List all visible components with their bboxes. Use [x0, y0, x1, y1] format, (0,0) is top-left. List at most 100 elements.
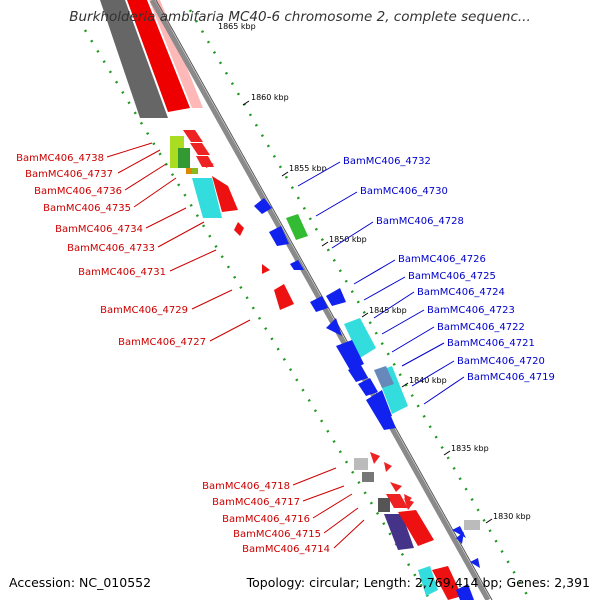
upper-features — [170, 130, 408, 430]
gene-label: BamMC406_4723 — [427, 305, 515, 316]
cds-block — [196, 156, 214, 167]
gene-label: BamMC406_4720 — [457, 356, 545, 367]
leader-line — [297, 161, 341, 187]
leader-line — [381, 309, 425, 335]
tick-1840: 1840 kbp — [409, 376, 447, 385]
cds-block — [212, 176, 238, 212]
leader-line — [117, 149, 161, 174]
gene-label: BamMC406_4715 — [233, 529, 321, 540]
leader-line — [423, 376, 465, 405]
gene-label: BamMC406_4730 — [360, 186, 448, 197]
cds-block — [384, 462, 392, 472]
leader-line — [331, 221, 374, 249]
rna-block — [192, 178, 222, 218]
rev-cds — [366, 390, 392, 420]
leader-line — [169, 249, 217, 272]
misc-block — [186, 168, 192, 174]
forward-cds-track-light — [149, 0, 203, 108]
rev-cds — [378, 414, 396, 430]
tick-mark — [443, 450, 451, 456]
map-title: Burkholderia ambifaria MC40-6 chromosome… — [69, 9, 531, 25]
leader-line — [373, 291, 415, 319]
gene-label: BamMC406_4732 — [343, 156, 431, 167]
cds-block — [386, 494, 408, 508]
leader-line — [191, 289, 233, 310]
grey-block — [464, 520, 480, 530]
misc-block — [374, 366, 394, 388]
leader-line — [312, 493, 353, 519]
leader-line — [315, 191, 358, 217]
gene-label: BamMC406_4738 — [16, 153, 104, 164]
misc-block — [192, 168, 198, 174]
leader-line — [323, 507, 359, 534]
leader-line — [157, 221, 205, 248]
leader-line — [302, 485, 345, 502]
tick-1850: 1850 kbp — [329, 235, 367, 244]
rev-cds — [336, 340, 364, 370]
tick-mark — [485, 518, 493, 524]
cds-block — [390, 482, 402, 492]
gene-label: BamMC406_4733 — [67, 243, 155, 254]
rna-block — [344, 318, 376, 358]
rev-cds — [456, 584, 474, 600]
forward-labels: BamMC406_4738 BamMC406_4737 BamMC406_473… — [16, 142, 365, 555]
cds-block — [432, 566, 462, 600]
rev-cds — [326, 288, 346, 306]
gene-label: BamMC406_4716 — [222, 514, 310, 525]
leader-line — [145, 207, 187, 229]
tick-1845: 1845 kbp — [369, 306, 407, 315]
gene-label: BamMC406_4737 — [25, 169, 113, 180]
leader-line — [363, 276, 406, 301]
reverse-labels: BamMC406_4732 BamMC406_4730 BamMC406_472… — [297, 156, 555, 405]
leader-line — [333, 519, 365, 549]
rev-cds — [254, 198, 272, 214]
tick-mark — [321, 241, 329, 247]
topology-text: Topology: circular; Length: 2,769,414 bp… — [246, 575, 590, 590]
grey-block — [362, 472, 374, 482]
gene-label: BamMC406_4724 — [417, 287, 505, 298]
leader-line — [292, 467, 337, 486]
gene-label: BamMC406_4719 — [467, 372, 555, 383]
tick-1855: 1855 kbp — [289, 164, 327, 173]
gene-label: BamMC406_4722 — [437, 322, 525, 333]
leader-line — [353, 259, 396, 285]
cds-block — [183, 130, 203, 142]
grey-block — [378, 498, 390, 512]
track-backbone — [100, 0, 493, 600]
cds-block — [234, 222, 244, 236]
rev-cds — [310, 296, 328, 312]
gene-label: BamMC406_4717 — [212, 497, 300, 508]
tick-1865: 1865 kbp — [218, 22, 256, 31]
tick-mark — [281, 171, 289, 177]
rev-cds — [290, 260, 304, 270]
cds-block — [398, 510, 434, 546]
gene-label: BamMC406_4735 — [43, 203, 131, 214]
tick-mark — [242, 100, 250, 106]
ruler-ticks: 1865 kbp 1860 kbp 1855 kbp 1850 kbp 1845… — [218, 22, 531, 524]
leader-line — [133, 177, 177, 208]
tick-mark — [401, 382, 409, 388]
rna-block — [418, 566, 438, 596]
accession-text: Accession: NC_010552 — [9, 575, 152, 590]
gene-label: BamMC406_4721 — [447, 338, 535, 349]
leader-line — [401, 342, 445, 367]
gene-label: BamMC406_4736 — [34, 186, 122, 197]
cds-block — [262, 264, 270, 274]
rev-cds — [456, 532, 464, 544]
tick-1860: 1860 kbp — [251, 93, 289, 102]
leader-line — [411, 360, 455, 387]
forward-cds-track — [127, 0, 190, 112]
tick-mark — [361, 312, 369, 318]
rev-cds — [326, 318, 342, 336]
gene-label: BamMC406_4729 — [100, 305, 188, 316]
leader-line — [124, 163, 167, 191]
other-block — [178, 148, 190, 168]
cds-block — [404, 498, 414, 510]
gene-label: BamMC406_4714 — [242, 544, 330, 555]
cds-block — [370, 452, 380, 464]
gene-label: BamMC406_4734 — [55, 224, 143, 235]
leader-line — [209, 319, 251, 342]
leader-line — [391, 326, 435, 353]
leader-line — [106, 142, 153, 158]
rev-cds — [348, 364, 368, 382]
